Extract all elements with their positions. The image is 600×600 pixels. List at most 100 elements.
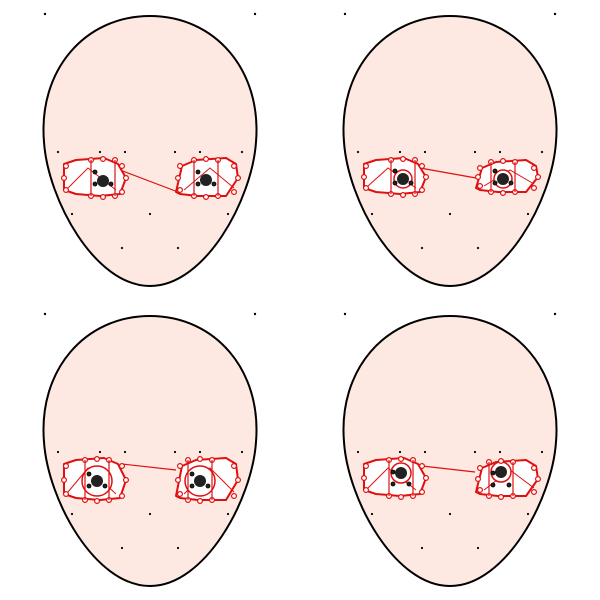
right-eye-control-point — [231, 463, 238, 470]
guide-dot — [240, 450, 244, 454]
guide-dot — [423, 150, 427, 154]
guide-dot — [148, 512, 152, 516]
rig-connector-line — [419, 167, 477, 179]
guide-dot — [240, 150, 244, 154]
right-eye-pivot-point — [189, 483, 195, 489]
right-eye-control-point — [477, 165, 484, 172]
right-eye-pivot-point — [492, 168, 498, 174]
guide-dot — [176, 246, 180, 250]
left-eye-control-point — [362, 463, 369, 470]
head-outline — [342, 14, 558, 288]
right-eye-control-point — [203, 156, 210, 163]
guide-dot — [420, 246, 424, 250]
right-eye-control-point — [475, 476, 482, 483]
guide-dot — [226, 512, 230, 516]
left-eye-control-point — [62, 491, 69, 498]
left-eye-pivot-point — [108, 181, 114, 187]
right-eye-control-point — [535, 174, 542, 181]
right-pupil — [194, 475, 206, 487]
left-pupil — [395, 467, 407, 479]
guide-dot — [370, 512, 374, 516]
guide-dot — [476, 246, 480, 250]
left-eye-control-point — [122, 175, 129, 182]
left-eye-lid — [63, 157, 127, 197]
left-eye-control-point — [118, 493, 125, 500]
left-eye-pivot-point — [92, 169, 98, 175]
guide-dot — [98, 150, 102, 154]
guide-dot — [253, 12, 257, 16]
right-eye-pivot-point — [211, 181, 217, 187]
guide-dot — [448, 512, 452, 516]
face-panel-bottom-right — [342, 312, 558, 588]
rig-connector-line — [121, 463, 177, 471]
left-eye-control-point — [422, 475, 429, 482]
left-eye-pivot-point — [390, 481, 396, 487]
guide-dot — [356, 150, 360, 154]
guide-dot — [526, 512, 530, 516]
right-eye-control-point — [177, 463, 184, 470]
guide-dot — [420, 546, 424, 550]
left-eye-control-point — [418, 463, 425, 470]
right-eye-control-point — [175, 175, 182, 182]
guide-dot — [476, 546, 480, 550]
left-eye-pivot-point — [392, 168, 398, 174]
right-eye-control-point — [477, 465, 484, 472]
left-eye-control-point — [99, 194, 106, 201]
right-eye-control-point — [475, 174, 482, 181]
left-eye-pivot-point — [92, 181, 98, 187]
left-eye-pivot-point — [86, 471, 92, 477]
right-eye-control-point — [498, 458, 505, 465]
guide-dot — [120, 246, 124, 250]
right-pupil — [200, 174, 212, 186]
guide-dot — [398, 450, 402, 454]
left-eye-control-point — [118, 163, 125, 170]
face-panel-bottom-left — [42, 312, 258, 588]
left-eye-pivot-point — [86, 483, 92, 489]
guide-dot — [98, 450, 102, 454]
guide-dot — [423, 450, 427, 454]
guide-dot — [473, 450, 477, 454]
left-eye-control-point — [360, 174, 367, 181]
guide-dot — [70, 512, 74, 516]
right-eye-control-point — [235, 477, 242, 484]
head-outline — [342, 314, 558, 588]
guide-dot — [448, 212, 452, 216]
guide-dot — [343, 12, 347, 16]
left-eye-pivot-point — [406, 481, 412, 487]
guide-dot — [343, 312, 347, 316]
right-eye-control-point — [531, 165, 538, 172]
right-eye-control-point — [498, 494, 505, 501]
guide-dot — [176, 546, 180, 550]
left-eye-control-point — [122, 477, 129, 484]
guide-dot — [370, 212, 374, 216]
rig-connector-line — [421, 465, 476, 473]
left-eye-control-point — [397, 494, 404, 501]
guide-dot — [498, 450, 502, 454]
left-eye-pivot-point — [408, 180, 414, 186]
right-eye-control-point — [531, 465, 538, 472]
guide-dot — [123, 450, 127, 454]
left-eye-control-point — [418, 489, 425, 496]
left-eye-control-point — [62, 163, 69, 170]
guide-dot — [56, 450, 60, 454]
guide-dot — [43, 312, 47, 316]
left-eye-control-point — [62, 187, 69, 194]
rig-connector-line — [119, 169, 179, 193]
right-eye-control-point — [477, 487, 484, 494]
guide-dot — [540, 450, 544, 454]
right-eye-crease — [183, 167, 235, 191]
left-eye-control-point — [360, 475, 367, 482]
left-eye-control-point — [418, 163, 425, 170]
left-pupil — [397, 173, 409, 185]
face-panel-top-left — [42, 12, 258, 288]
right-eye-control-point — [177, 163, 184, 170]
guide-dot — [173, 450, 177, 454]
left-pupil — [91, 475, 103, 487]
left-eye-pivot-point — [390, 469, 396, 475]
right-eye-pivot-point — [195, 169, 201, 175]
left-eye-control-point — [397, 456, 404, 463]
right-eye-control-point — [535, 476, 542, 483]
right-eye-control-point — [203, 194, 210, 201]
right-eye-pivot-point — [508, 180, 514, 186]
